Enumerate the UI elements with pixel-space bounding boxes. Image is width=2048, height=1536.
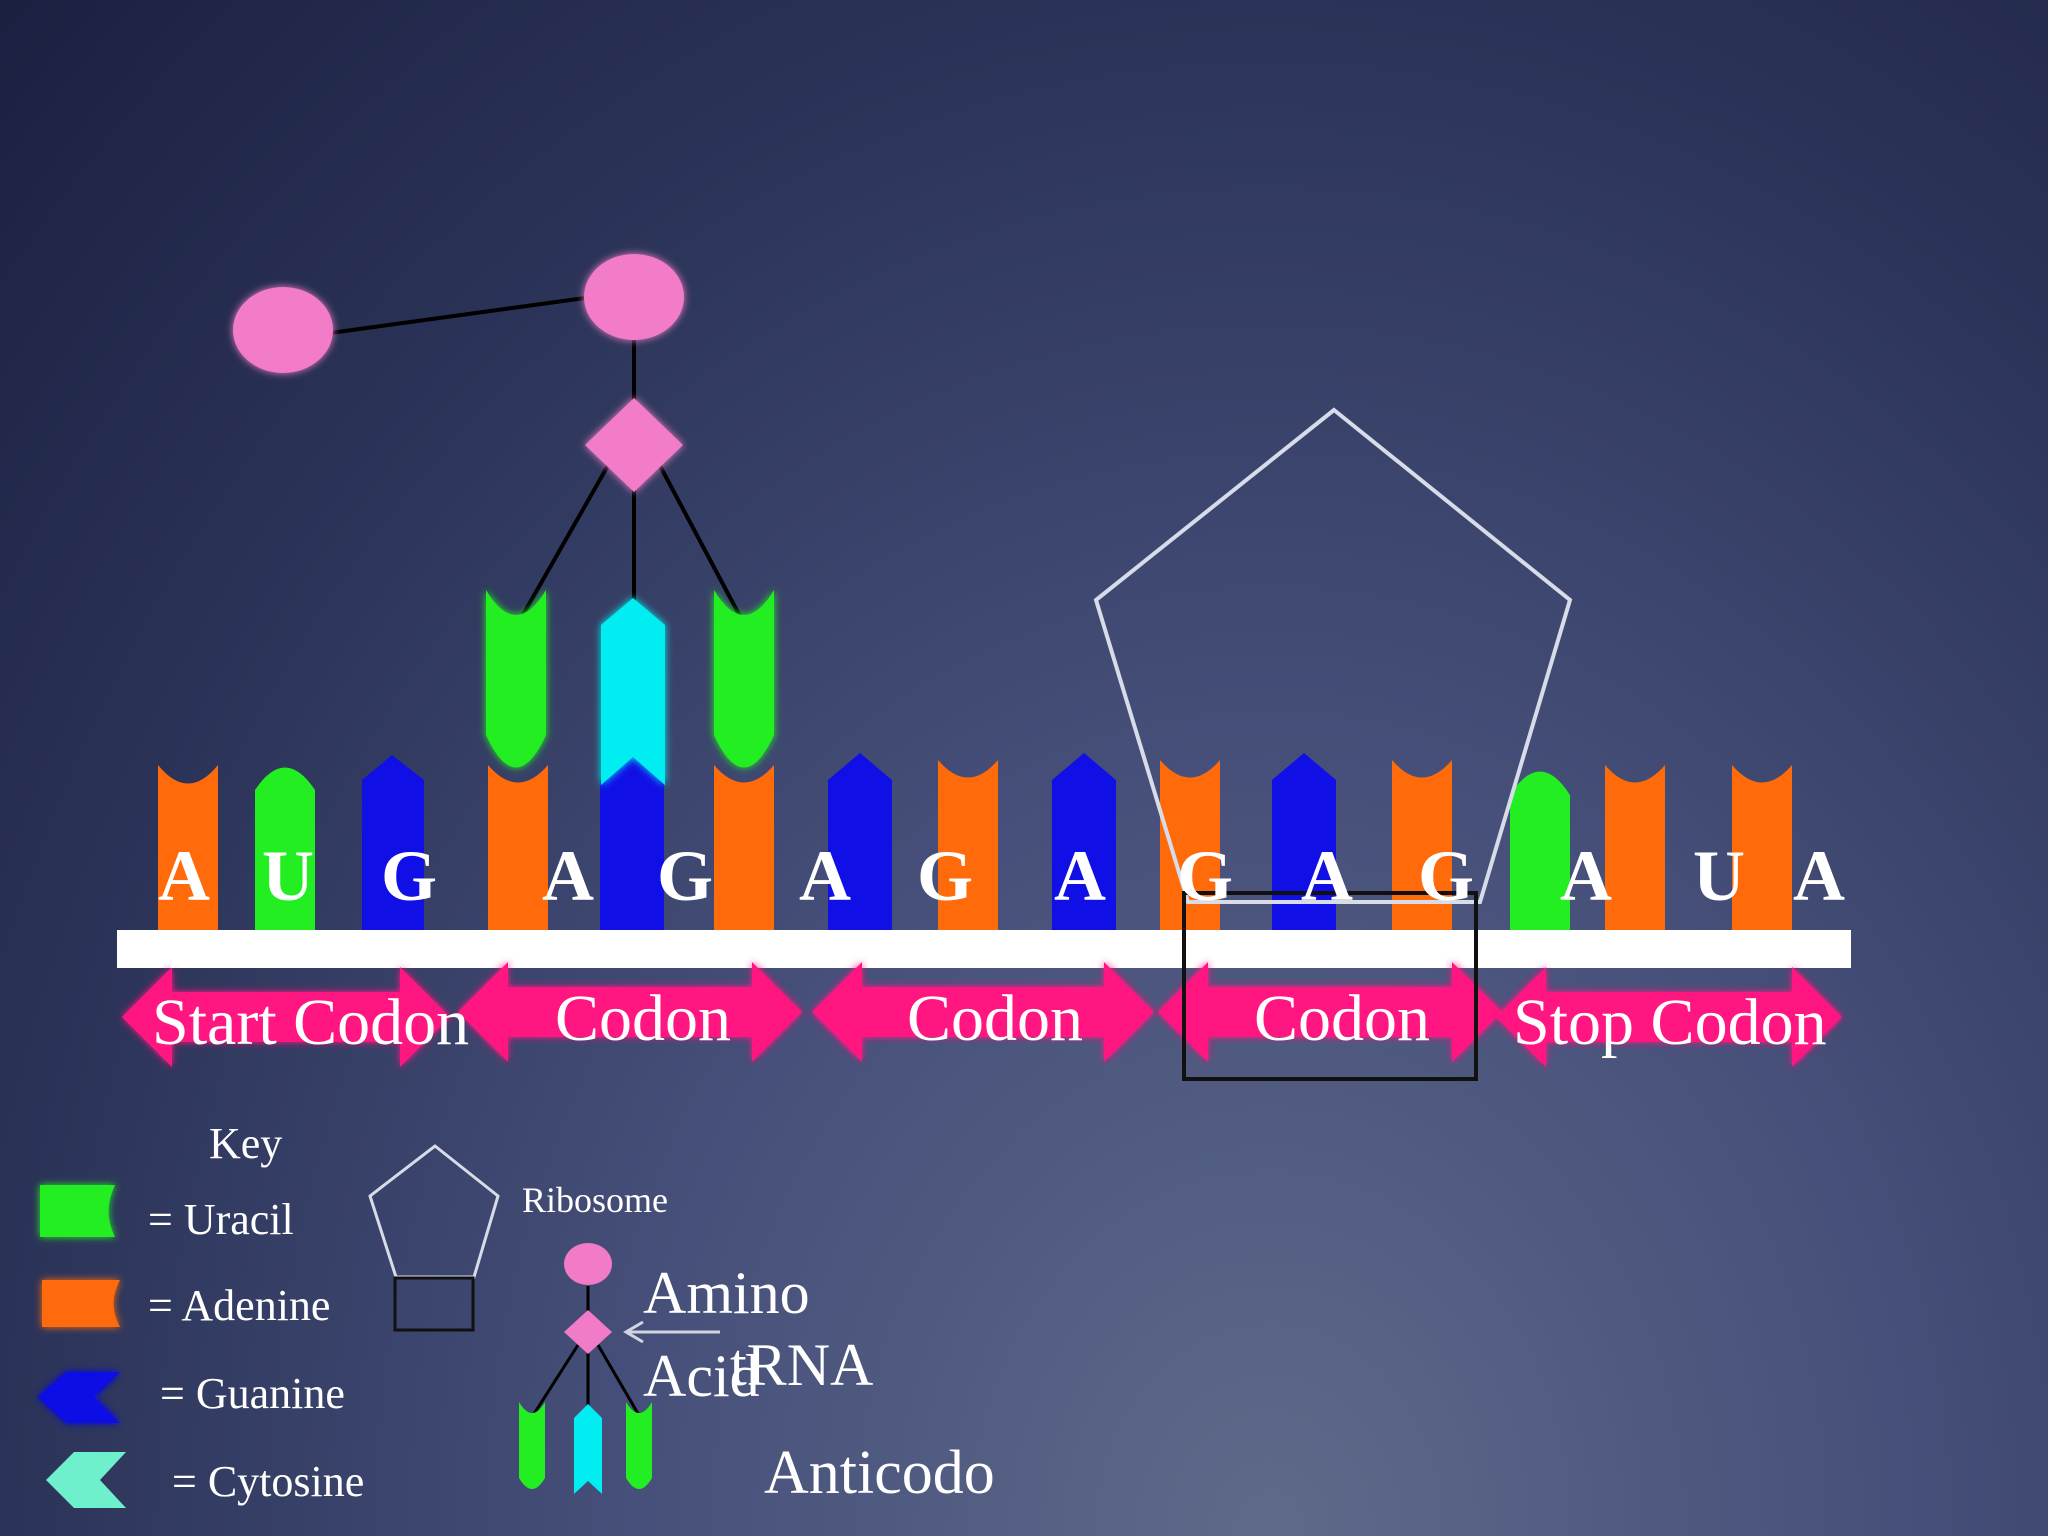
adenine-base bbox=[714, 765, 774, 930]
overflow-base-letter: A bbox=[165, 928, 207, 968]
base-letter: U bbox=[262, 836, 314, 916]
uracil-base bbox=[1510, 771, 1570, 930]
base-letter: G bbox=[1418, 836, 1475, 916]
base-letter: G bbox=[917, 836, 974, 916]
base-letter: A bbox=[158, 836, 210, 916]
codon-arrows bbox=[122, 962, 1842, 1067]
uracil-key-icon bbox=[626, 1402, 652, 1489]
codon-label: Codon bbox=[1254, 982, 1431, 1055]
codon-box-key-icon bbox=[393, 1276, 475, 1332]
adenine-base bbox=[1732, 765, 1792, 930]
codon-arrow bbox=[458, 962, 802, 1062]
adenine-base bbox=[1605, 765, 1665, 930]
guanine-base bbox=[362, 755, 424, 930]
uracil-base bbox=[714, 590, 774, 768]
codon-arrow bbox=[122, 967, 450, 1067]
adenine-key-label: = Adenine bbox=[148, 1281, 331, 1330]
guanine-key-icon bbox=[38, 1372, 120, 1423]
adenine-base bbox=[488, 765, 548, 930]
amino-acid-2 bbox=[584, 254, 684, 340]
base-letter: A bbox=[542, 836, 594, 916]
guanine-base bbox=[1052, 753, 1116, 930]
uracil-base bbox=[255, 767, 315, 930]
anticodon-key-label: Anticodon bbox=[764, 1439, 995, 1536]
key-title: Key bbox=[209, 1119, 283, 1168]
uracil-key-icon bbox=[40, 1185, 115, 1237]
guanine-base bbox=[600, 753, 664, 930]
base-letter: A bbox=[1560, 836, 1612, 916]
uracil-key-icon bbox=[519, 1402, 545, 1489]
adenine-base bbox=[158, 765, 218, 930]
base-letter: U bbox=[1693, 836, 1745, 916]
guanine-base bbox=[1272, 753, 1336, 930]
codon-label: Codon bbox=[555, 982, 732, 1055]
guanine-base bbox=[828, 753, 892, 930]
codon-label: Codon bbox=[907, 982, 1084, 1055]
ribosome-key-label: Ribosome bbox=[522, 1180, 669, 1220]
ribosome-key-icon bbox=[368, 1144, 500, 1279]
cytosine-key-label: = Cytosine bbox=[172, 1457, 365, 1506]
trna-diamond-key-icon bbox=[564, 1310, 612, 1354]
ribosome-pentagon bbox=[1093, 407, 1573, 904]
trna-diamond bbox=[585, 398, 683, 492]
mrna-strand bbox=[117, 930, 1851, 968]
ribosome-reading-box bbox=[1182, 891, 1478, 1081]
base-letter: G bbox=[381, 836, 438, 916]
base-letter: A bbox=[1793, 836, 1845, 916]
base-letter: G bbox=[1177, 836, 1234, 916]
amino-acid-1 bbox=[233, 287, 333, 373]
base-letter: G bbox=[657, 836, 714, 916]
adenine-key-icon bbox=[42, 1280, 120, 1327]
codon-arrow bbox=[1496, 967, 1842, 1067]
adenine-base bbox=[1160, 760, 1220, 930]
stop-codon-label: Stop Codon bbox=[1513, 986, 1827, 1059]
adenine-base bbox=[938, 760, 998, 930]
trna-key-label: tRNA bbox=[730, 1332, 874, 1398]
base-letter: A bbox=[1054, 836, 1106, 916]
cytosine-base bbox=[601, 598, 665, 785]
codon-arrow bbox=[812, 962, 1154, 1062]
trna-key-icon bbox=[519, 1243, 720, 1494]
trna-connector bbox=[518, 398, 744, 621]
base-letter: A bbox=[799, 836, 851, 916]
cytosine-key-icon bbox=[46, 1452, 126, 1508]
cytosine-key-icon bbox=[574, 1404, 602, 1494]
key-icons bbox=[38, 1144, 500, 1508]
amino-acid-key-icon bbox=[564, 1243, 612, 1285]
trna-anticodon bbox=[486, 590, 774, 785]
guanine-key-label: = Guanine bbox=[160, 1369, 345, 1418]
codon-arrow bbox=[1158, 962, 1502, 1062]
base-letter: A bbox=[1301, 836, 1353, 916]
start-codon-label: Start Codon bbox=[152, 986, 470, 1059]
amino-acid-key-label: Amino Acid bbox=[643, 1260, 810, 1409]
mrna-bases bbox=[158, 753, 1792, 930]
adenine-base bbox=[1392, 760, 1452, 930]
uracil-key-label: = Uracil bbox=[148, 1195, 294, 1244]
ribosome bbox=[1093, 407, 1573, 1081]
amino-acid-chain bbox=[233, 254, 684, 400]
uracil-base bbox=[486, 590, 546, 768]
